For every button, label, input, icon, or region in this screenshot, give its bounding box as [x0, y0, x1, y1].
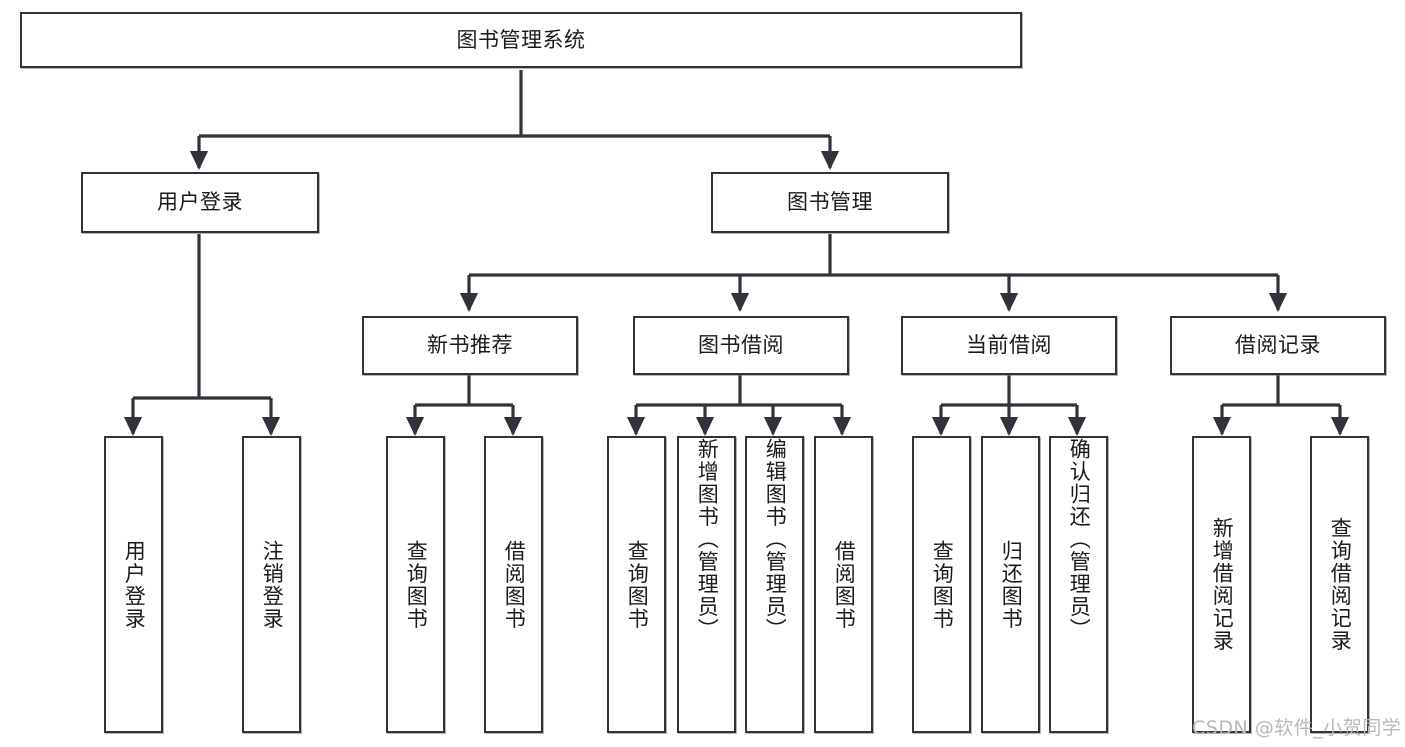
node-leaf-query-book-3[interactable]: 查询图书	[912, 436, 971, 733]
node-leaf-query-book-1[interactable]: 查询图书	[386, 436, 445, 733]
node-label: 确认归还（管理员）	[1067, 438, 1092, 641]
node-leaf-borrow-book-2[interactable]: 借阅图书	[814, 436, 873, 733]
node-label: 借阅图书	[502, 539, 527, 630]
node-label: 当前借阅	[966, 333, 1052, 358]
node-leaf-user-login[interactable]: 用户登录	[104, 436, 163, 733]
node-leaf-confirm-return-admin[interactable]: 确认归还（管理员）	[1049, 436, 1108, 733]
node-label: 借阅图书	[832, 539, 857, 630]
node-book-management[interactable]: 图书管理	[711, 172, 949, 233]
node-label: 用户登录	[122, 539, 147, 630]
node-label: 新增图书（管理员）	[695, 438, 720, 641]
node-label: 注销登录	[260, 539, 285, 630]
node-label: 归还图书	[999, 539, 1024, 630]
node-label: 查询图书	[404, 539, 429, 630]
node-new-book-recommend[interactable]: 新书推荐	[362, 316, 578, 375]
node-label: 用户登录	[157, 190, 243, 215]
node-leaf-add-borrow-record[interactable]: 新增借阅记录	[1192, 436, 1251, 733]
node-label: 查询借阅记录	[1328, 517, 1353, 652]
node-label: 查询图书	[930, 539, 955, 630]
node-label: 新增借阅记录	[1210, 517, 1235, 652]
watermark-text: CSDN @软件_小贺同学	[1192, 717, 1402, 739]
node-leaf-query-book-2[interactable]: 查询图书	[607, 436, 666, 733]
node-label: 编辑图书（管理员）	[763, 438, 788, 641]
node-label: 新书推荐	[427, 333, 513, 358]
node-current-borrow[interactable]: 当前借阅	[901, 316, 1117, 375]
node-leaf-return-book[interactable]: 归还图书	[981, 436, 1040, 733]
node-leaf-edit-book-admin[interactable]: 编辑图书（管理员）	[745, 436, 804, 733]
node-book-borrow[interactable]: 图书借阅	[633, 316, 849, 375]
node-leaf-borrow-book-1[interactable]: 借阅图书	[484, 436, 543, 733]
node-leaf-add-book-admin[interactable]: 新增图书（管理员）	[677, 436, 736, 733]
node-label: 图书借阅	[698, 333, 784, 358]
node-root-system[interactable]: 图书管理系统	[20, 12, 1022, 68]
node-borrow-records[interactable]: 借阅记录	[1170, 316, 1386, 375]
node-user-login[interactable]: 用户登录	[81, 172, 319, 233]
node-label: 图书管理	[787, 190, 873, 215]
node-leaf-logout[interactable]: 注销登录	[242, 436, 301, 733]
node-label: 查询图书	[625, 539, 650, 630]
node-label: 借阅记录	[1235, 333, 1321, 358]
node-label: 图书管理系统	[456, 27, 586, 52]
node-leaf-query-borrow-record[interactable]: 查询借阅记录	[1310, 436, 1369, 733]
